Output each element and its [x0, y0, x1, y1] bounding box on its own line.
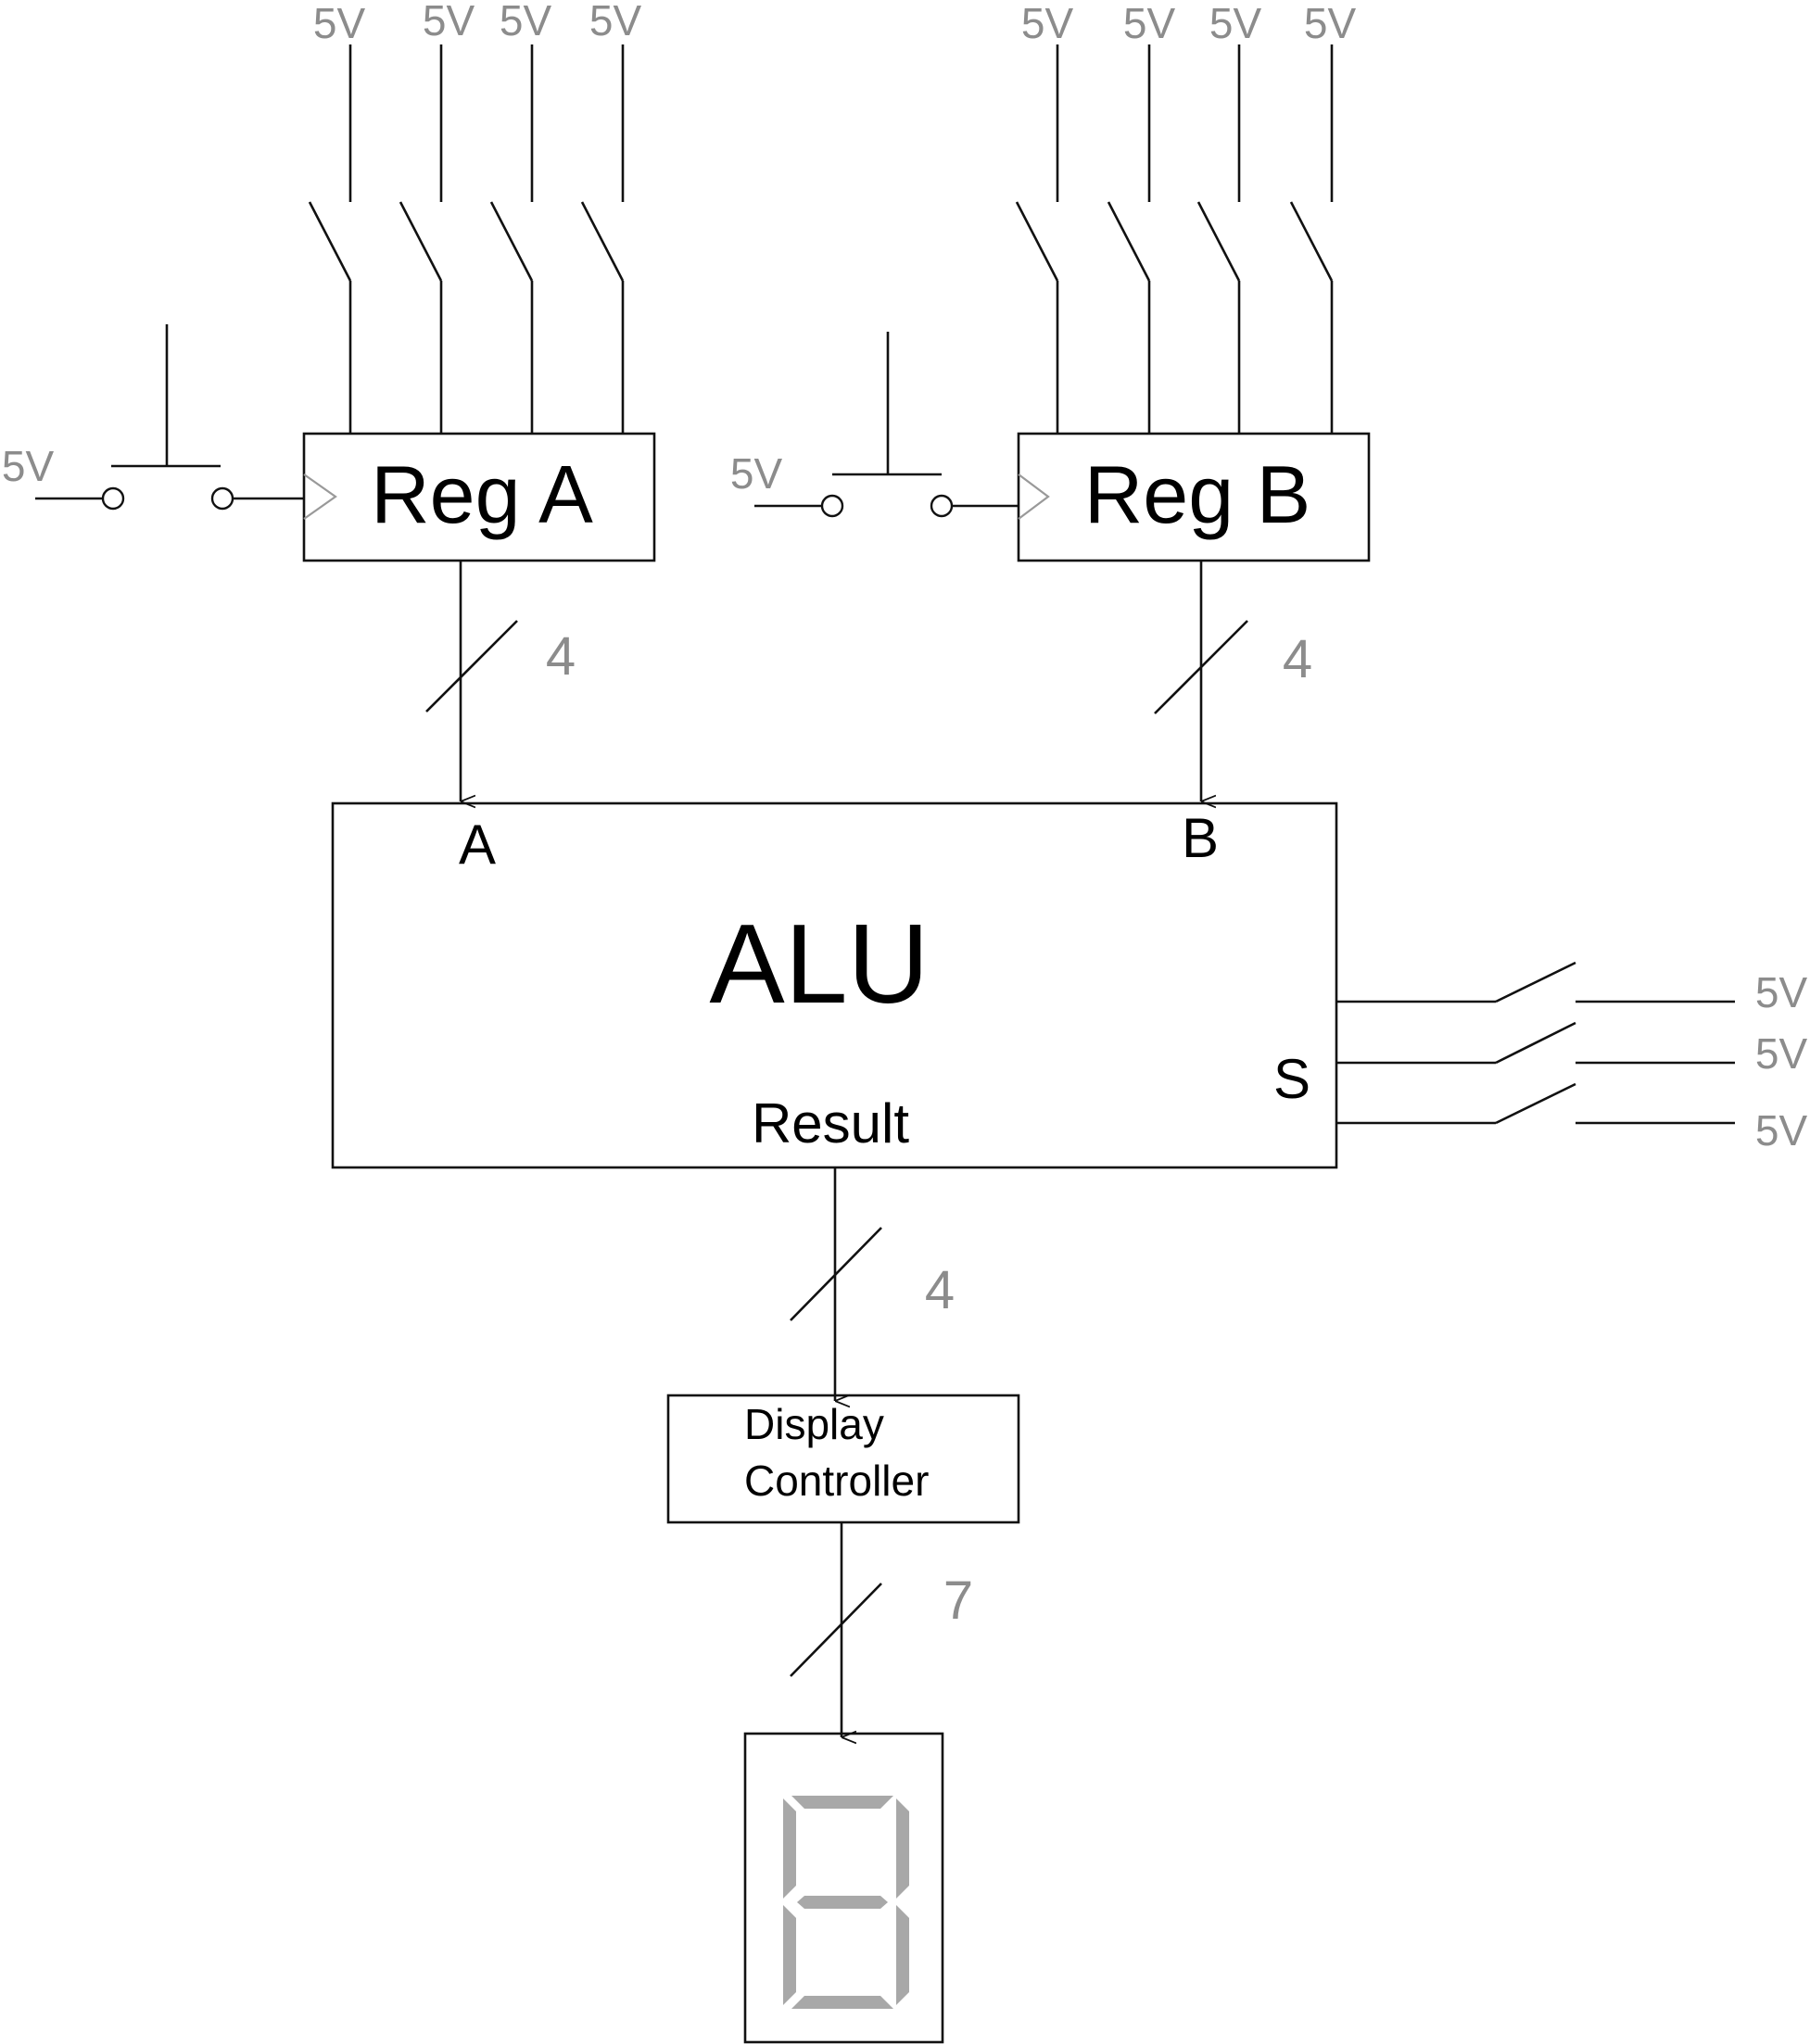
supply-label: 5V: [1209, 0, 1262, 47]
bus-reg-a-to-alu: 4: [425, 561, 576, 801]
reg-a-clock-button[interactable]: 5V: [2, 324, 304, 511]
clock-input-triangle: [1018, 473, 1050, 520]
display-controller-label-line2: Controller: [744, 1457, 929, 1505]
supply-label: 5V: [1755, 1106, 1808, 1154]
alu-port-b: B: [1182, 807, 1219, 869]
segment-e: [783, 1905, 796, 2005]
reg-a-switch-1[interactable]: 5V: [399, 0, 475, 434]
supply-label: 5V: [730, 449, 783, 498]
bus-width-label: 4: [546, 626, 576, 687]
supply-label: 5V: [423, 0, 475, 44]
alu-port-result: Result: [752, 1092, 909, 1154]
reg-b-block: Reg B: [1017, 432, 1371, 562]
select-switch-0[interactable]: 5V: [1336, 961, 1808, 1016]
reg-b-label: Reg B: [1084, 448, 1311, 540]
reg-b-switch-0[interactable]: 5V: [1015, 0, 1074, 434]
supply-label: 5V: [1021, 0, 1074, 47]
supply-label: 5V: [2, 442, 55, 490]
bus-alu-to-display-controller: 4: [790, 1167, 955, 1401]
select-switch-2[interactable]: 5V: [1336, 1082, 1808, 1154]
reg-b-input-switches: 5V 5V 5V 5V: [1015, 0, 1357, 434]
display-controller-label-line1: Display: [744, 1400, 884, 1448]
reg-a-block: Reg A: [302, 432, 656, 562]
bus-width-label: 4: [1283, 629, 1312, 689]
supply-label: 5V: [313, 0, 366, 47]
supply-label: 5V: [589, 0, 642, 44]
display-controller-block: Display Controller: [666, 1394, 1020, 1524]
reg-a-label: Reg A: [371, 448, 593, 540]
supply-label: 5V: [1755, 1029, 1808, 1078]
alu-block: ALU A B S Result: [331, 801, 1338, 1169]
segment-d: [791, 1996, 893, 2009]
bus-width-label: 7: [943, 1571, 973, 1631]
segment-c: [896, 1905, 909, 2005]
segment-g: [797, 1896, 888, 1909]
bus-display-controller-to-7seg: 7: [790, 1522, 973, 1737]
supply-label: 5V: [1755, 968, 1808, 1016]
alu-label: ALU: [709, 901, 929, 1027]
alu-select-switches: 5V 5V 5V: [1336, 961, 1808, 1154]
supply-label: 5V: [500, 0, 552, 44]
reg-a-switch-0[interactable]: 5V: [308, 0, 366, 434]
reg-b-switch-2[interactable]: 5V: [1196, 0, 1262, 434]
reg-b-clock-button[interactable]: 5V: [730, 332, 1019, 518]
select-switch-1[interactable]: 5V: [1336, 1021, 1808, 1078]
alu-port-a: A: [459, 814, 496, 876]
reg-a-input-switches: 5V 5V 5V 5V: [308, 0, 642, 434]
supply-label: 5V: [1123, 0, 1176, 47]
reg-a-switch-3[interactable]: 5V: [580, 0, 642, 434]
supply-label: 5V: [1304, 0, 1357, 47]
segment-b: [896, 1798, 909, 1899]
clock-input-triangle: [303, 473, 337, 520]
bus-width-label: 4: [925, 1260, 955, 1320]
seven-segment-display: [743, 1732, 944, 2044]
reg-a-switch-2[interactable]: 5V: [489, 0, 552, 434]
segment-a: [791, 1796, 893, 1809]
alu-port-s: S: [1273, 1048, 1310, 1110]
bus-reg-b-to-alu: 4: [1154, 561, 1312, 801]
reg-b-switch-1[interactable]: 5V: [1107, 0, 1176, 434]
segment-f: [783, 1798, 796, 1899]
reg-b-switch-3[interactable]: 5V: [1289, 0, 1357, 434]
